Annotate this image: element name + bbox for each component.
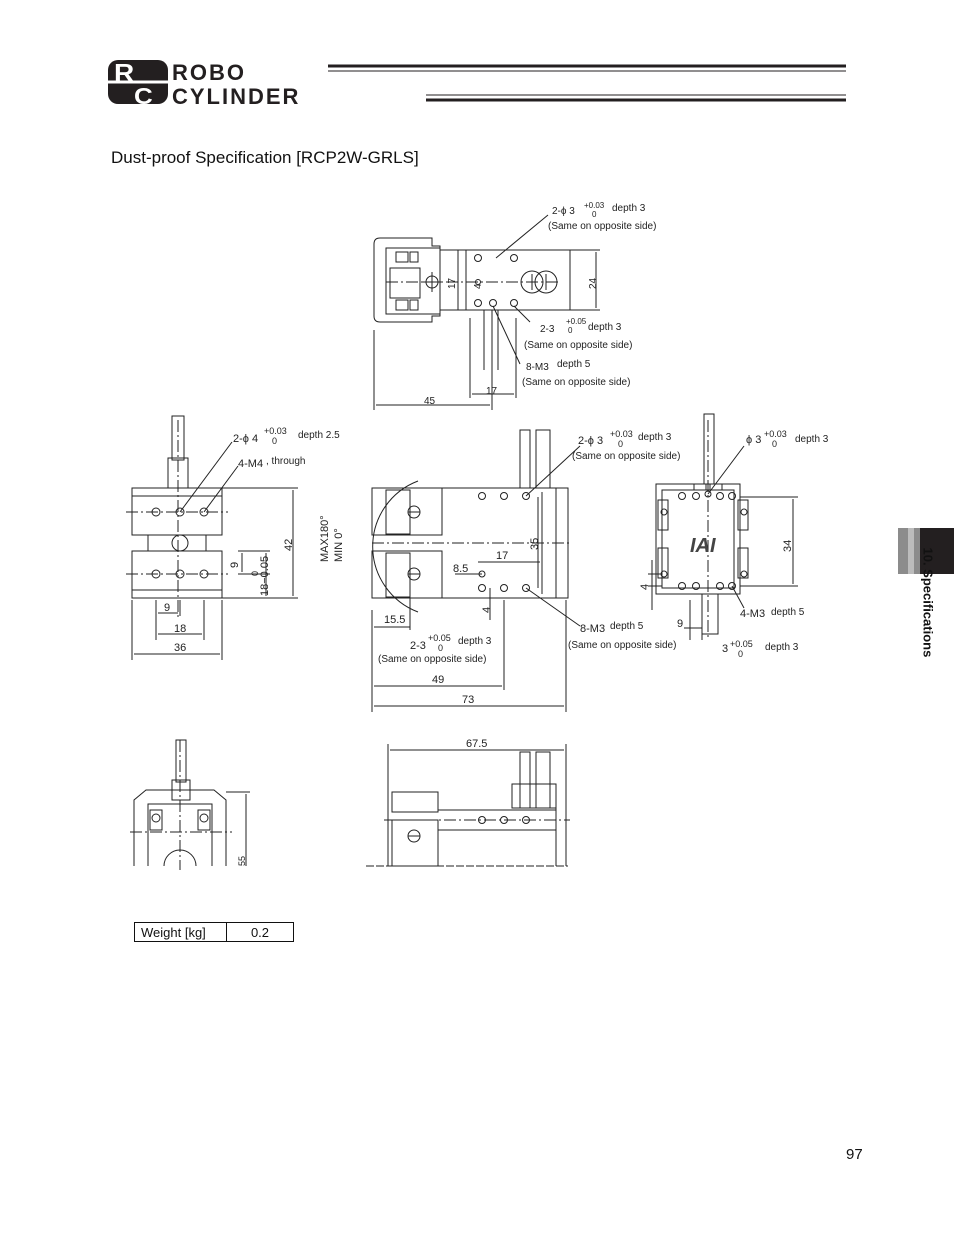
top-pin-note: 2-ϕ 3 xyxy=(552,206,575,217)
svg-text:depth 3: depth 3 xyxy=(588,322,622,333)
svg-text:45: 45 xyxy=(424,396,436,407)
svg-text:49: 49 xyxy=(432,674,444,686)
page-title: Dust-proof Specification [RCP2W-GRLS] xyxy=(111,148,419,167)
svg-text:2-3: 2-3 xyxy=(540,324,555,335)
svg-text:0: 0 xyxy=(568,326,573,335)
svg-text:2-ϕ 4: 2-ϕ 4 xyxy=(233,433,258,445)
center-view xyxy=(371,429,581,712)
page-number: 97 xyxy=(846,1146,863,1163)
svg-text:depth 3: depth 3 xyxy=(638,432,672,443)
svg-text:0: 0 xyxy=(250,571,260,576)
svg-text:0: 0 xyxy=(772,439,777,449)
chapter-tab xyxy=(920,528,954,574)
svg-text:4: 4 xyxy=(481,607,493,613)
svg-text:+0.03: +0.03 xyxy=(264,426,287,436)
svg-text:4-M3: 4-M3 xyxy=(740,608,765,620)
svg-text:2-ϕ 3: 2-ϕ 3 xyxy=(578,435,603,447)
svg-text:+0.05: +0.05 xyxy=(730,639,753,649)
svg-text:17: 17 xyxy=(447,277,458,289)
svg-text:36: 36 xyxy=(174,642,186,654)
weight-table: Weight [kg] 0.2 xyxy=(134,922,294,942)
svg-text:depth 3: depth 3 xyxy=(765,642,799,653)
table-row: Weight [kg] 0.2 xyxy=(134,922,294,942)
svg-text:17: 17 xyxy=(486,386,498,397)
svg-text:+0.03: +0.03 xyxy=(584,201,605,210)
svg-text:(Same on opposite side): (Same on opposite side) xyxy=(572,451,680,462)
svg-text:9: 9 xyxy=(229,562,241,568)
svg-text:MIN 0°: MIN 0° xyxy=(333,528,345,562)
front-view xyxy=(126,415,298,660)
svg-text:2-3: 2-3 xyxy=(410,640,426,652)
svg-text:0: 0 xyxy=(438,643,443,653)
svg-text:depth 3: depth 3 xyxy=(795,434,829,445)
svg-text:depth 3: depth 3 xyxy=(458,636,492,647)
svg-text:34: 34 xyxy=(782,540,794,552)
logo-line1: ROBO xyxy=(172,60,246,85)
svg-text:55: 55 xyxy=(237,856,247,866)
chapter-label: 10. Specifications xyxy=(920,547,936,658)
chapter-tab-shade-light xyxy=(908,528,914,574)
svg-text:0: 0 xyxy=(618,439,623,449)
svg-text:(Same on opposite side): (Same on opposite side) xyxy=(378,654,486,665)
svg-text:MAX180°: MAX180° xyxy=(319,515,331,562)
svg-text:24: 24 xyxy=(588,277,599,289)
svg-text:9: 9 xyxy=(677,618,683,630)
weight-label: Weight [kg] xyxy=(134,922,227,942)
svg-text:+0.05: +0.05 xyxy=(428,633,451,643)
svg-text:73: 73 xyxy=(462,694,474,706)
svg-text:17: 17 xyxy=(496,550,508,562)
svg-text:3: 3 xyxy=(722,643,728,655)
svg-text:18−0.05: 18−0.05 xyxy=(259,556,271,596)
right-view xyxy=(648,413,798,640)
top-view xyxy=(373,214,600,410)
svg-text:8-M3: 8-M3 xyxy=(580,623,605,635)
svg-text:(Same on opposite side): (Same on opposite side) xyxy=(524,340,632,351)
weight-value: 0.2 xyxy=(226,922,294,942)
svg-text:depth 5: depth 5 xyxy=(771,607,805,618)
svg-text:0: 0 xyxy=(272,436,277,446)
svg-text:8.5: 8.5 xyxy=(453,563,468,575)
svg-text:4-M4: 4-M4 xyxy=(238,458,263,470)
iai-logo: IAI xyxy=(690,535,716,557)
svg-text:depth 3: depth 3 xyxy=(612,203,646,214)
svg-text:9: 9 xyxy=(164,602,170,614)
svg-text:4: 4 xyxy=(473,283,484,289)
svg-text:15.5: 15.5 xyxy=(384,614,405,626)
svg-text:4: 4 xyxy=(639,584,651,590)
svg-text:(Same on opposite side): (Same on opposite side) xyxy=(548,221,656,232)
robo-cylinder-logo: R C ROBO CYLINDER xyxy=(108,59,846,108)
svg-text:8-M3: 8-M3 xyxy=(526,362,549,373)
svg-text:depth 5: depth 5 xyxy=(557,359,591,370)
svg-text:42: 42 xyxy=(283,539,295,551)
svg-text:0: 0 xyxy=(592,210,597,219)
svg-text:R: R xyxy=(114,59,134,87)
svg-text:depth 5: depth 5 xyxy=(610,621,644,632)
svg-text:18: 18 xyxy=(174,623,186,635)
bottom-left-view xyxy=(130,739,250,870)
svg-text:67.5: 67.5 xyxy=(466,738,487,750)
svg-text:+0.05: +0.05 xyxy=(566,317,587,326)
svg-text:depth 2.5: depth 2.5 xyxy=(298,430,340,441)
svg-text:+0.03: +0.03 xyxy=(610,429,633,439)
svg-text:, through: , through xyxy=(266,456,305,467)
svg-text:+0.03: +0.03 xyxy=(764,429,787,439)
svg-text:0: 0 xyxy=(738,649,743,659)
svg-text:C: C xyxy=(134,84,153,108)
logo-line2: CYLINDER xyxy=(172,84,300,108)
bottom-right-view xyxy=(366,744,570,867)
svg-text:(Same on opposite side): (Same on opposite side) xyxy=(522,377,630,388)
svg-text:ϕ 3: ϕ 3 xyxy=(746,434,761,446)
svg-text:35: 35 xyxy=(529,538,541,550)
svg-text:(Same on opposite side): (Same on opposite side) xyxy=(568,640,676,651)
